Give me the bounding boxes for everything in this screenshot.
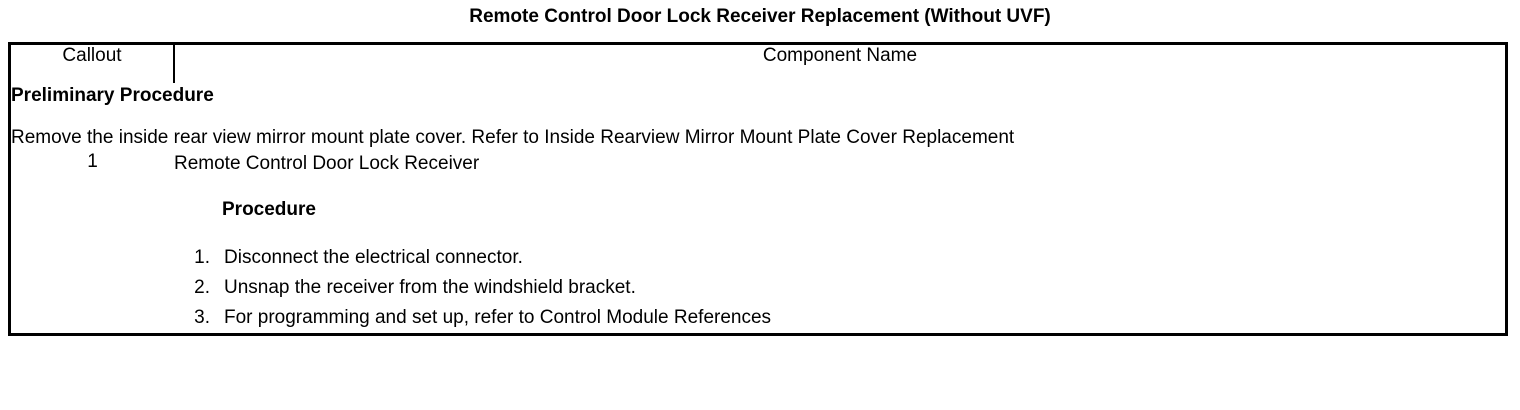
table-header-row: Callout Component Name	[9, 43, 1507, 83]
procedure-table-wrapper: Callout Component Name Preliminary Proce…	[8, 42, 1508, 336]
step-number: 3.	[194, 307, 210, 328]
callout-number: 1	[87, 151, 98, 172]
preliminary-procedure-cell: Preliminary Procedure Remove the inside …	[10, 83, 1507, 151]
page-title: Remote Control Door Lock Receiver Replac…	[469, 6, 1051, 27]
step-number: 1.	[194, 247, 210, 268]
table-row: 1 Remote Control Door Lock Receiver Proc…	[10, 151, 1507, 335]
procedure-table: Callout Component Name Preliminary Proce…	[8, 42, 1508, 336]
step-text: For programming and set up, refer to Con…	[224, 307, 772, 328]
list-item: 2. Unsnap the receiver from the windshie…	[190, 273, 1505, 303]
procedure-subheading: Procedure	[222, 199, 316, 220]
procedure-step-list: 1. Disconnect the electrical connector. …	[174, 243, 1505, 333]
step-text: Disconnect the electrical connector.	[224, 247, 523, 268]
preliminary-procedure-text: Remove the inside rear view mirror mount…	[11, 127, 1015, 148]
spacer	[11, 109, 1505, 125]
preliminary-procedure-heading: Preliminary Procedure	[11, 85, 214, 106]
step-text: Unsnap the receiver from the windshield …	[224, 277, 636, 298]
step-number: 2.	[194, 277, 210, 298]
column-header-callout: Callout	[9, 43, 175, 83]
column-header-component-name: Component Name	[762, 45, 918, 66]
component-detail-cell: Remote Control Door Lock Receiver Proced…	[174, 151, 1507, 335]
preliminary-procedure-row: Preliminary Procedure Remove the inside …	[10, 83, 1507, 151]
list-item: 3. For programming and set up, refer to …	[190, 303, 1505, 333]
list-item: 1. Disconnect the electrical connector.	[190, 243, 1505, 273]
component-name-text: Remote Control Door Lock Receiver	[174, 153, 480, 174]
